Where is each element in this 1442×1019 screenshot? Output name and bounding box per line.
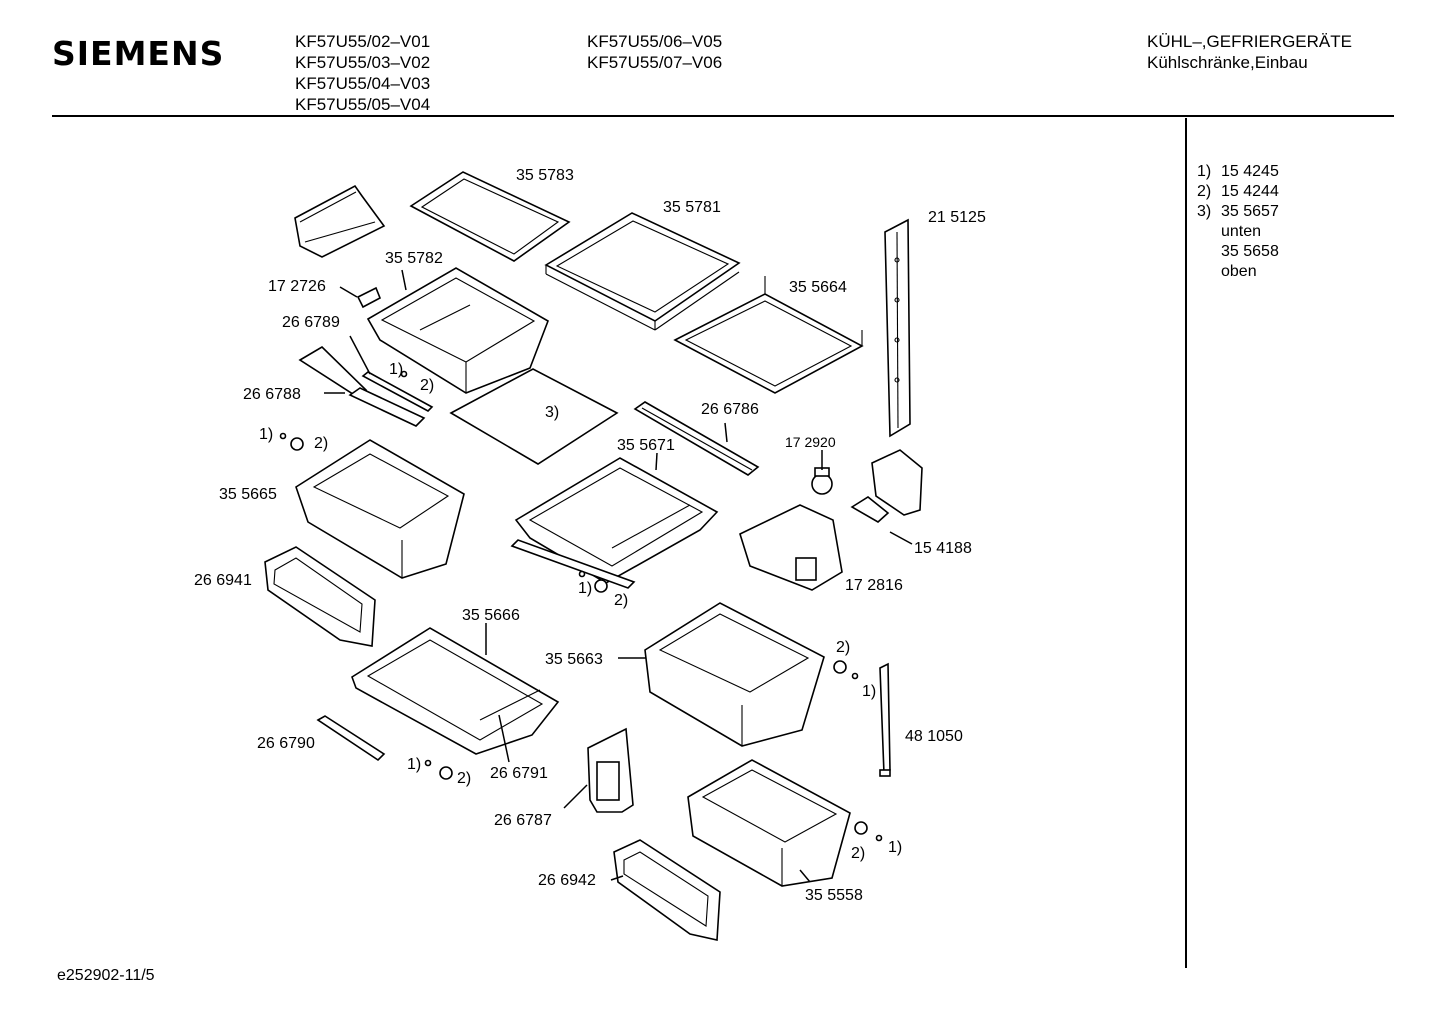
side-bracket — [294, 184, 386, 258]
part-number-label: 35 5782 — [385, 250, 443, 267]
model-number: KF57U55/04–V03 — [295, 74, 431, 93]
model-number: KF57U55/07–V06 — [587, 53, 723, 72]
vertical-seal — [879, 662, 891, 777]
footnote-detail: unten — [1221, 223, 1262, 240]
part-number-label: 26 6789 — [282, 314, 340, 331]
tray-runner — [510, 539, 636, 589]
part-number-label: 26 6786 — [701, 401, 759, 418]
bottom-drawer — [687, 759, 851, 887]
part-number-label: 15 4188 — [914, 540, 972, 557]
model-number: KF57U55/05–V04 — [295, 95, 431, 114]
reference-mark: 1) — [862, 683, 876, 700]
lower-tray — [351, 627, 560, 755]
reference-mark: 1) — [407, 756, 421, 773]
lamp-cover — [871, 449, 923, 516]
notes-divider — [1185, 118, 1187, 968]
reference-mark: 2) — [420, 377, 434, 394]
category-title: KÜHL–,GEFRIERGERÄTE — [1147, 32, 1352, 51]
part-number-label: 35 5665 — [219, 486, 277, 503]
upper-drawer — [366, 267, 549, 394]
part-number-label: 26 6788 — [243, 386, 301, 403]
lower-strip — [316, 715, 386, 762]
knob-icon — [854, 821, 883, 842]
footnotes: 1)15 4245 2)15 4244 3)35 5657 unten 35 5… — [1197, 162, 1279, 282]
reference-mark: 2) — [836, 639, 850, 656]
part-number-label: 35 5666 — [462, 607, 520, 624]
crisper-drawer-right — [644, 602, 825, 747]
model-list-1: KF57U55/02–V01 KF57U55/03–V02 KF57U55/04… — [295, 31, 430, 115]
knob-icon — [833, 660, 859, 680]
leader-lines — [324, 269, 913, 883]
reference-mark: 1) — [389, 361, 403, 378]
part-number-label: 26 6791 — [490, 765, 548, 782]
footnote-detail: oben — [1221, 263, 1257, 280]
strip-rail — [361, 371, 434, 412]
footnote: 3)35 5657 — [1197, 203, 1279, 220]
reference-mark: 2) — [614, 592, 628, 609]
part-number-label: 21 5125 — [928, 209, 986, 226]
model-list-2: KF57U55/06–V05 KF57U55/07–V06 — [587, 31, 722, 73]
bottom-front-panel — [613, 839, 721, 941]
part-number-label: 17 2920 — [785, 434, 836, 450]
footnote-detail: 35 5658 — [1221, 243, 1279, 260]
model-number: KF57U55/02–V01 — [295, 32, 431, 51]
glass-shelf — [544, 212, 741, 331]
reference-mark: 2) — [314, 435, 328, 452]
footnote: 2)15 4244 — [1197, 183, 1279, 200]
part-number-label: 35 5663 — [545, 651, 603, 668]
glass-frame-top — [409, 171, 571, 262]
part-number-label: 35 5783 — [516, 167, 574, 184]
reference-mark: 1) — [259, 426, 273, 443]
part-number-label: 35 5671 — [617, 437, 675, 454]
bulb-icon — [811, 467, 833, 495]
strip-left-upper — [298, 345, 368, 397]
part-number-label: 35 5664 — [789, 279, 847, 296]
reference-mark: 1) — [888, 839, 902, 856]
knob-icon — [279, 432, 304, 451]
part-number-label: 48 1050 — [905, 728, 963, 745]
drawer-front-panel — [264, 546, 376, 647]
part-number-label: 17 2816 — [845, 577, 903, 594]
guide-rail — [633, 401, 760, 476]
part-number-label: 35 5558 — [805, 887, 863, 904]
switch-icon — [850, 496, 890, 523]
brand-logo: SIEMENS — [52, 34, 225, 73]
part-number-label: 26 6942 — [538, 872, 596, 889]
air-duct — [739, 504, 843, 591]
part-number-label: 26 6790 — [257, 735, 315, 752]
screw-icon — [400, 370, 408, 378]
reference-mark: 1) — [578, 580, 592, 597]
part-number-label: 26 6941 — [194, 572, 252, 589]
exploded-parts-diagram: 35 5783 35 5781 21 5125 35 5782 17 2726 … — [194, 167, 986, 941]
crisper-drawer-left — [295, 439, 465, 579]
reference-mark: 2) — [851, 845, 865, 862]
small-clip — [356, 286, 382, 309]
model-number: KF57U55/03–V02 — [295, 53, 431, 72]
glass-plate — [449, 368, 619, 465]
part-number-label: 17 2726 — [268, 278, 326, 295]
footnote: 1)15 4245 — [1197, 163, 1279, 180]
reference-mark: 3) — [545, 404, 559, 421]
knob-icon — [424, 759, 453, 780]
model-number: KF57U55/06–V05 — [587, 32, 723, 51]
document-reference: e252902-11/5 — [57, 967, 155, 984]
centre-tray — [514, 457, 719, 584]
category-block: KÜHL–,GEFRIERGERÄTE Kühlschränke,Einbau — [1147, 31, 1352, 73]
strip-bar — [348, 387, 426, 427]
part-number-label: 26 6787 — [494, 812, 552, 829]
holder-panel — [587, 727, 634, 813]
category-subtitle: Kühlschränke,Einbau — [1147, 53, 1308, 72]
part-number-label: 35 5781 — [663, 199, 721, 216]
vertical-rail — [884, 218, 911, 438]
reference-mark: 2) — [457, 770, 471, 787]
hanging-shelf — [673, 276, 864, 394]
knob-icon — [578, 570, 608, 593]
header-divider — [52, 115, 1394, 117]
